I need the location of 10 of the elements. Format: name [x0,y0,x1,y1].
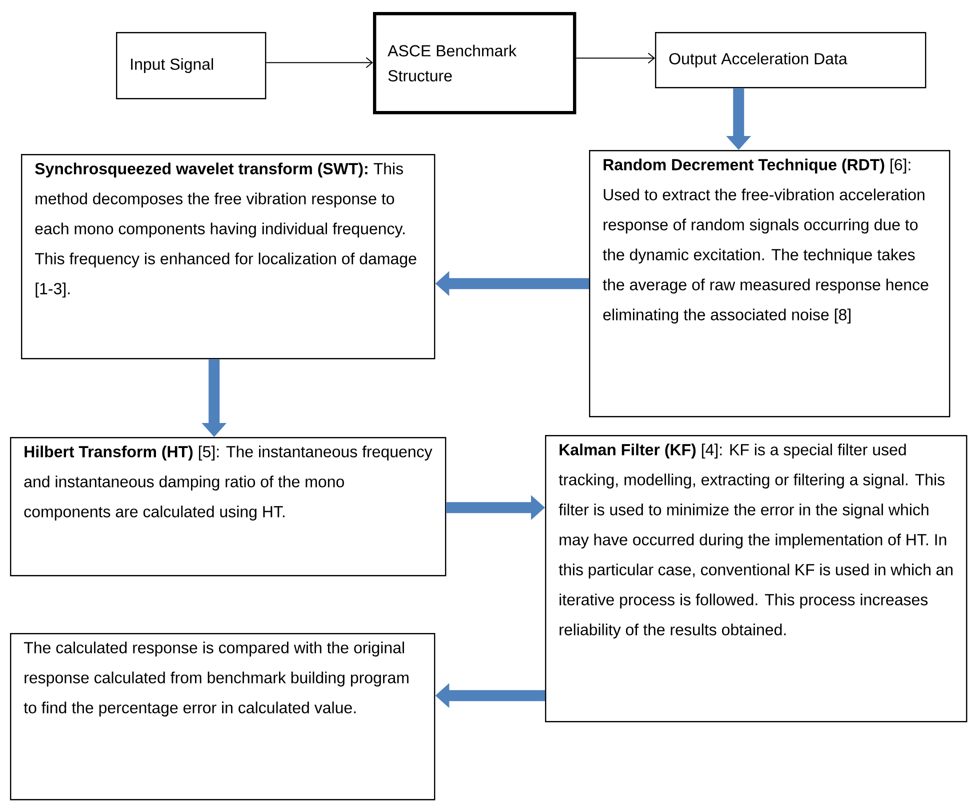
process-box: The calculated response is compared with the original response calculated from benchmark building program to find the percentage error in calculated value. [10,633,436,800]
process-box: Output Acceleration Data [655,32,926,88]
process-box: Synchrosqueezed wavelet transform (SWT): This method decomposes the free vibration response to each mono components having individual frequency. This frequency is enhanced for localization of damage [1-3]. [21,154,436,360]
process-box: Random Decrement Technique (RDT) [6]: Used to extract the free-vibration acceleration response of random signals occurring due to the dynamic excitation. The technique takes the average of raw measured response hence eliminating the associated noise [8] [589,150,950,418]
process-box: Input Signal [116,32,266,100]
process-box: Kalman Filter (KF) [4]: KF is a special filter used tracking, modelling, extracting or filtering a signal. This filter is used to minimize the error in the signal which may have occurred during the implementation of HT. In this particular case, conventional KF is used in which an iterative process is followed. This process increases reliability of the results obtained. [545,435,968,722]
arrow [576,52,656,64]
arrow [266,57,373,68]
process-box: Hilbert Transform (HT) [5]: The instantaneous frequency and instantaneous damping ratio of the mono components are calculated using HT. [10,437,446,576]
process-box: ASCE Benchmark Structure [373,12,576,114]
